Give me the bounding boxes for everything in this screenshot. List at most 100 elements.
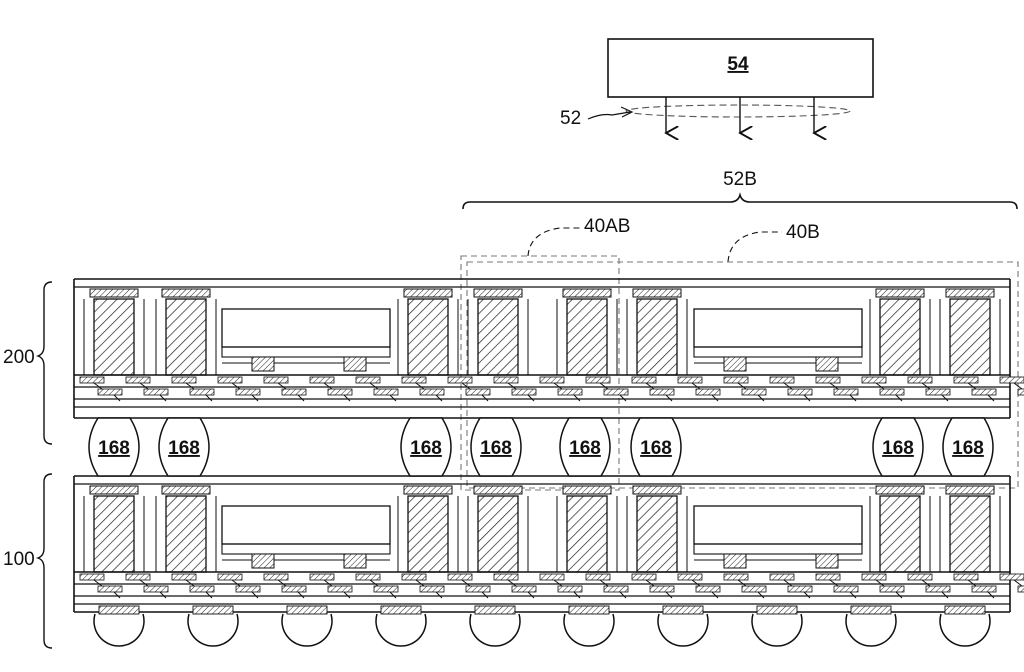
solder-ball: [939, 613, 991, 647]
rdl-via: [829, 382, 857, 402]
connector-168: 168: [872, 417, 924, 477]
rdl-via: [783, 382, 811, 402]
rdl-trace: [217, 573, 243, 581]
lower-package-label: 100: [3, 549, 35, 570]
top-pad: [632, 485, 682, 495]
connector-168: 168: [470, 417, 522, 477]
rdl-via: [921, 382, 949, 402]
rdl-trace: [879, 585, 905, 593]
top-pad: [875, 288, 925, 298]
rdl-via: [737, 579, 765, 599]
rdl-trace: [1017, 585, 1024, 593]
top-pad: [89, 485, 139, 495]
solder-ball: [93, 613, 145, 647]
rdl-trace: [355, 376, 381, 384]
die-layer: [221, 543, 391, 555]
rdl-trace: [401, 376, 427, 384]
rdl-via: [599, 382, 627, 402]
through-via: [636, 298, 678, 376]
rdl-trace: [401, 573, 427, 581]
rdl-trace: [953, 573, 979, 581]
rdl-trace: [1017, 388, 1024, 396]
rdl-trace: [79, 376, 105, 384]
through-via: [566, 298, 608, 376]
die-body: [693, 505, 863, 545]
rdl-trace: [631, 376, 657, 384]
rdl-via: [921, 579, 949, 599]
source-box: 54: [607, 38, 874, 98]
through-via: [879, 298, 921, 376]
lower-package: [73, 475, 1024, 613]
rdl-trace: [143, 388, 169, 396]
rdl-trace: [171, 376, 197, 384]
rdl-trace: [971, 388, 997, 396]
ball-pad: [662, 605, 704, 615]
upper-package: [73, 278, 1024, 419]
top-pad: [875, 485, 925, 495]
rdl-via: [231, 579, 259, 599]
top-pad: [473, 288, 523, 298]
solder-ball: [563, 613, 615, 647]
connector-body: [559, 417, 611, 477]
through-via: [566, 495, 608, 573]
through-via: [949, 298, 991, 376]
rdl-trace: [557, 388, 583, 396]
rdl-via: [645, 579, 673, 599]
rdl-via: [139, 579, 167, 599]
connector-label: 168: [569, 438, 601, 459]
rdl-via: [323, 579, 351, 599]
source-label: 54: [727, 54, 749, 75]
rdl-via: [415, 579, 443, 599]
connector-168: 168: [158, 417, 210, 477]
region-outlines: [460, 255, 1019, 491]
rdl-trace: [97, 585, 123, 593]
rdl-via: [967, 382, 995, 402]
rdl-via: [461, 382, 489, 402]
rdl-trace: [143, 585, 169, 593]
rdl-trace: [695, 585, 721, 593]
solder-ball: [281, 613, 333, 647]
rdl-trace: [281, 388, 307, 396]
rdl-trace: [907, 376, 933, 384]
rdl-trace: [125, 376, 151, 384]
rdl-via: [323, 382, 351, 402]
solder-ball: [751, 613, 803, 647]
top-pad: [632, 288, 682, 298]
rdl-trace: [217, 376, 243, 384]
die-bump: [343, 356, 367, 372]
rdl-via: [415, 382, 443, 402]
rdl-trace: [649, 388, 675, 396]
rdl-trace: [511, 585, 537, 593]
through-via: [93, 495, 135, 573]
rdl-trace: [327, 388, 353, 396]
rdl-trace: [465, 388, 491, 396]
rdl-via: [1013, 579, 1023, 587]
rdl-trace: [281, 585, 307, 593]
rdl-via: [553, 382, 581, 402]
rdl-trace: [539, 376, 565, 384]
connector-label: 168: [882, 438, 914, 459]
rdl-trace: [419, 388, 445, 396]
top-pad: [161, 485, 211, 495]
rdl-via: [507, 382, 535, 402]
rdl-trace: [999, 573, 1024, 581]
rdl-trace: [419, 585, 445, 593]
rdl-trace: [493, 376, 519, 384]
rdl-trace: [263, 376, 289, 384]
die-body: [221, 308, 391, 348]
beam-label: 52: [560, 108, 581, 129]
connector-body: [470, 417, 522, 477]
rdl-via: [185, 579, 213, 599]
through-via: [477, 495, 519, 573]
rdl-via: [645, 382, 673, 402]
die-bump: [723, 553, 747, 569]
beam-region-label: 52B: [723, 169, 757, 190]
through-via: [636, 495, 678, 573]
connector-label: 168: [640, 438, 672, 459]
rdl-via: [783, 579, 811, 599]
rdl-trace: [171, 573, 197, 581]
solder-ball: [657, 613, 709, 647]
rdl-via: [277, 579, 305, 599]
die-layer: [693, 346, 863, 358]
